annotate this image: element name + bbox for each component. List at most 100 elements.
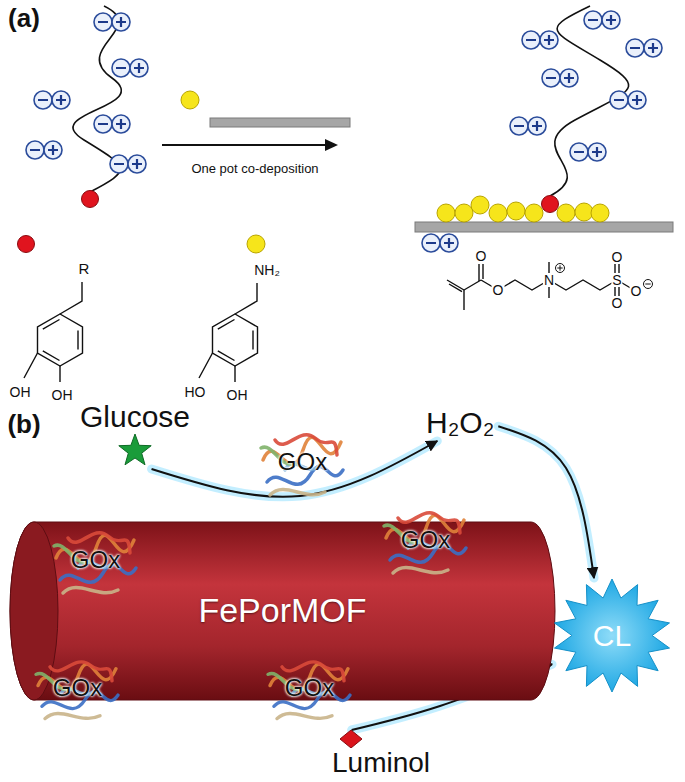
protein-blob-outline bbox=[45, 713, 100, 718]
coated-substrate bbox=[522, 31, 558, 49]
coated-substrate bbox=[575, 203, 593, 221]
node-label: H₂O₂ bbox=[426, 406, 494, 439]
atom-label: O bbox=[611, 250, 624, 264]
left-polymer bbox=[94, 115, 130, 133]
reaction-arrow bbox=[152, 441, 438, 497]
panel-label: (b) bbox=[7, 411, 40, 437]
coated-substrate bbox=[542, 69, 578, 87]
substrate-bar bbox=[210, 118, 350, 127]
left-polymer bbox=[82, 191, 99, 208]
atom-label: OH bbox=[226, 388, 249, 402]
dopamine-structure bbox=[235, 283, 257, 314]
sbma-structure bbox=[645, 284, 650, 285]
protein-blob-outline bbox=[393, 568, 448, 573]
dopamine-structure bbox=[199, 353, 235, 382]
sbma-structure bbox=[479, 264, 483, 281]
star-shape bbox=[117, 433, 153, 469]
mof-cylinder-outline bbox=[10, 522, 555, 700]
atom-label: O bbox=[475, 249, 488, 263]
left-polymer bbox=[94, 13, 130, 31]
coated-substrate bbox=[525, 204, 543, 222]
coated-substrate bbox=[542, 196, 559, 213]
atom-label: OH bbox=[51, 388, 74, 402]
key-row bbox=[422, 234, 458, 252]
glucose-star: Glucose bbox=[80, 400, 190, 469]
coated-substrate bbox=[489, 204, 507, 222]
node-label: GOx bbox=[285, 675, 334, 701]
catechol-structure bbox=[38, 314, 83, 366]
atom-label: R bbox=[78, 261, 91, 276]
catechol-structure bbox=[24, 282, 83, 382]
sbma-structure bbox=[556, 264, 565, 273]
dopamine-structure bbox=[199, 283, 258, 382]
coated-substrate bbox=[471, 196, 489, 214]
step-label: One pot co-deposition bbox=[191, 162, 318, 175]
coated-substrate bbox=[510, 117, 546, 135]
coated-substrate bbox=[455, 204, 473, 222]
key-row bbox=[247, 235, 265, 253]
luminol-diamond: Luminol bbox=[332, 730, 430, 779]
node-label: GOx bbox=[278, 449, 327, 475]
arrow-line bbox=[152, 441, 438, 497]
catechol-structure bbox=[43, 320, 78, 361]
cl-burst: CL bbox=[552, 578, 672, 693]
node-label: GOx bbox=[401, 527, 450, 553]
atom-label: O bbox=[630, 284, 643, 298]
coated-substrate bbox=[584, 11, 620, 29]
atom-label: NH₂ bbox=[253, 263, 281, 277]
cl-burst-outline bbox=[554, 579, 669, 692]
key-row bbox=[18, 236, 35, 253]
coated-substrate bbox=[507, 202, 525, 220]
left-polymer bbox=[34, 91, 70, 109]
catechol-structure bbox=[60, 282, 82, 314]
atom-label: S bbox=[611, 273, 622, 287]
product-node: H₂O₂ bbox=[422, 404, 498, 441]
dopamine-dot bbox=[181, 91, 199, 109]
sbma-structure bbox=[549, 280, 617, 290]
protein-blob: GOx bbox=[48, 518, 143, 603]
coated-substrate bbox=[415, 6, 673, 232]
node-label: Luminol bbox=[332, 748, 430, 779]
protein-blob: GOx bbox=[255, 420, 350, 505]
coated-substrate bbox=[610, 91, 646, 109]
sbma-structure bbox=[463, 290, 464, 310]
arrow-glow bbox=[152, 441, 438, 497]
sbma-structure bbox=[644, 280, 653, 289]
coated-substrate bbox=[557, 204, 575, 222]
atom-label: O bbox=[611, 296, 624, 310]
panel-label: (a) bbox=[8, 5, 40, 31]
atom-label: OH bbox=[9, 385, 32, 399]
protein-blob-outline bbox=[277, 713, 332, 718]
coated-substrate bbox=[591, 204, 609, 222]
catechol-structure bbox=[24, 353, 60, 382]
sbma-structure bbox=[464, 280, 481, 290]
process-arrow bbox=[162, 139, 338, 151]
left-polymer bbox=[26, 141, 62, 159]
node-label: CL bbox=[593, 619, 631, 652]
node-label: Glucose bbox=[80, 400, 190, 433]
diamond-shape bbox=[340, 730, 362, 748]
key-row bbox=[18, 234, 459, 253]
star-shape bbox=[119, 434, 151, 465]
sbma-structure bbox=[447, 262, 653, 310]
coated-substrate bbox=[626, 39, 662, 57]
dopamine-structure bbox=[213, 314, 258, 366]
dopamine-structure bbox=[218, 320, 253, 361]
mof-cylinder-outline bbox=[10, 522, 58, 700]
coated-substrate bbox=[570, 143, 606, 161]
atom-label: N bbox=[543, 273, 555, 287]
left-polymer bbox=[26, 6, 148, 208]
left-polymer bbox=[110, 155, 146, 173]
sbma-structure bbox=[447, 280, 464, 292]
node-label: GOx bbox=[53, 675, 102, 701]
coated-substrate bbox=[437, 204, 455, 222]
atom-label: HO bbox=[184, 385, 207, 399]
protein-blob: GOx bbox=[378, 498, 473, 583]
sbma-structure bbox=[557, 265, 562, 270]
process-arrow bbox=[325, 139, 338, 151]
atom-label: O bbox=[492, 283, 505, 297]
process-arrow bbox=[162, 144, 328, 146]
left-polymer bbox=[112, 59, 148, 77]
protein-blob: GOx bbox=[30, 648, 125, 728]
